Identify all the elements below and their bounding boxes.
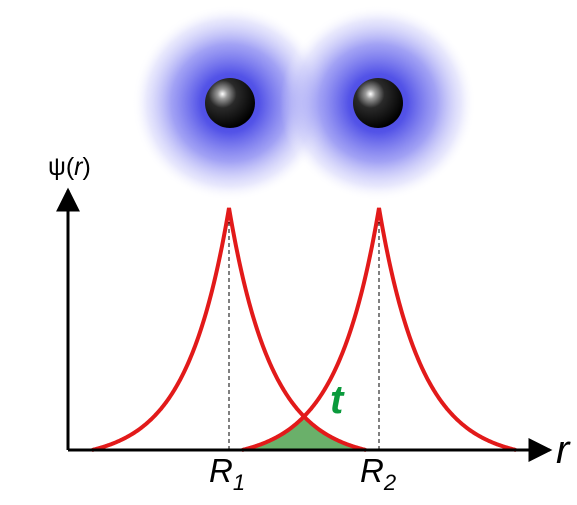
- r2-label-main: R: [360, 452, 384, 489]
- r1-label-sub: 1: [233, 470, 245, 495]
- y-axis-label-r: r: [74, 153, 84, 181]
- nucleus-left: [205, 78, 255, 128]
- r1-label: R1: [209, 452, 245, 495]
- electron-cloud-group: [132, 5, 476, 201]
- overlap-region: [242, 416, 366, 450]
- y-axis-label: ψ(r): [48, 153, 91, 181]
- wavefunction-curve-right: [241, 207, 517, 452]
- r2-label-sub: 2: [383, 470, 396, 495]
- overlap-label: t: [330, 378, 345, 422]
- y-axis-label-psi: ψ(: [48, 153, 75, 181]
- x-axis-label: r: [556, 428, 571, 472]
- nucleus-right: [353, 78, 403, 128]
- y-axis-label-close: ): [82, 153, 90, 181]
- wavefunction-curve-left: [91, 207, 367, 452]
- r2-label: R2: [360, 452, 396, 495]
- r1-label-main: R: [209, 452, 233, 489]
